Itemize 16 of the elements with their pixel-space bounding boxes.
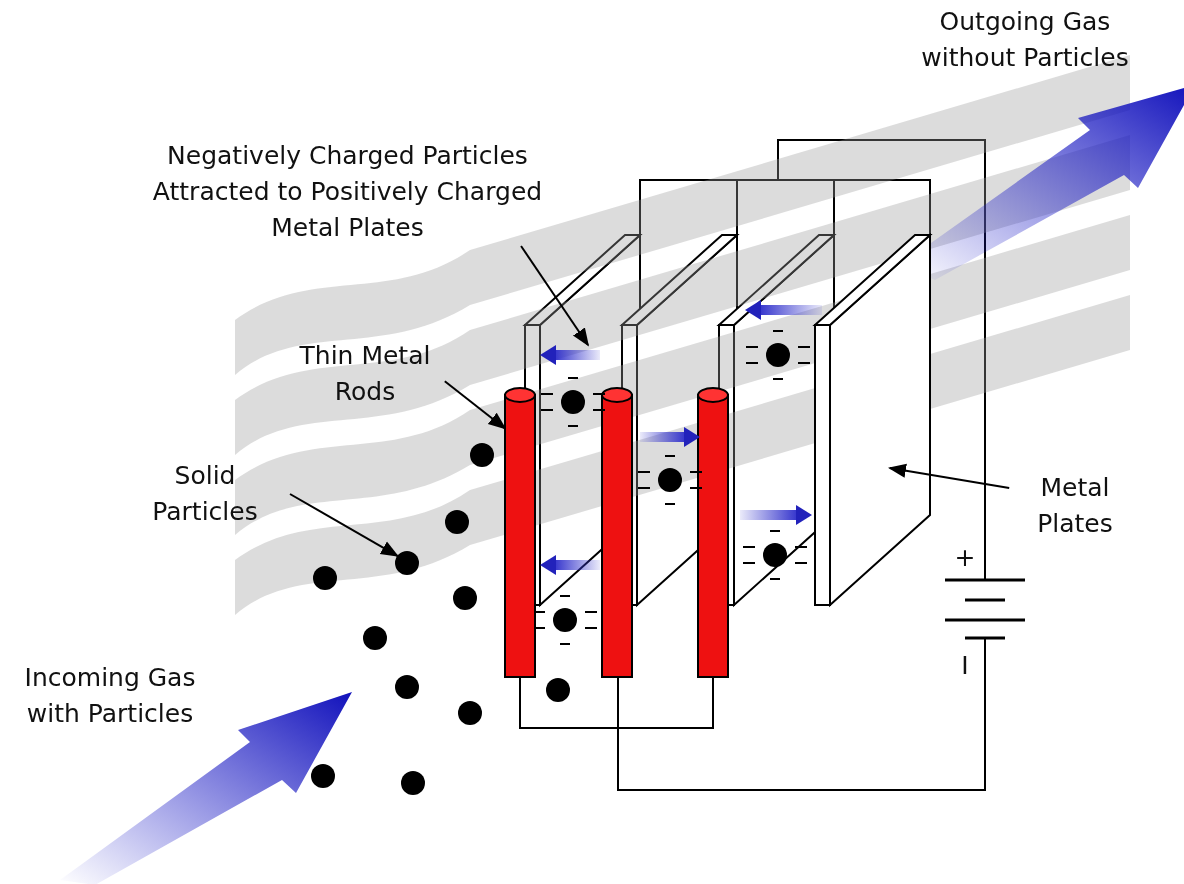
charge-arrow bbox=[540, 345, 600, 365]
leader-line bbox=[887, 463, 1011, 489]
metal-plate bbox=[812, 232, 933, 608]
metal-rod bbox=[504, 387, 536, 678]
polarity-sign: + bbox=[953, 542, 977, 574]
part-label: Thin Metal Rods bbox=[270, 338, 460, 410]
leader-line bbox=[289, 493, 399, 557]
part-label: Negatively Charged Particles Attracted to Positively Charged Metal Plates bbox=[125, 138, 570, 246]
polarity-sign: I bbox=[960, 650, 970, 682]
flow-label: Incoming Gas with Particles bbox=[23, 662, 197, 730]
particle bbox=[395, 551, 419, 575]
leader-line bbox=[520, 245, 589, 347]
part-label: Metal Plates bbox=[1005, 470, 1145, 542]
flow-label: Outgoing Gas without Particles bbox=[920, 6, 1130, 74]
leader-line bbox=[443, 380, 507, 430]
part-label: Solid Particles bbox=[120, 458, 290, 530]
